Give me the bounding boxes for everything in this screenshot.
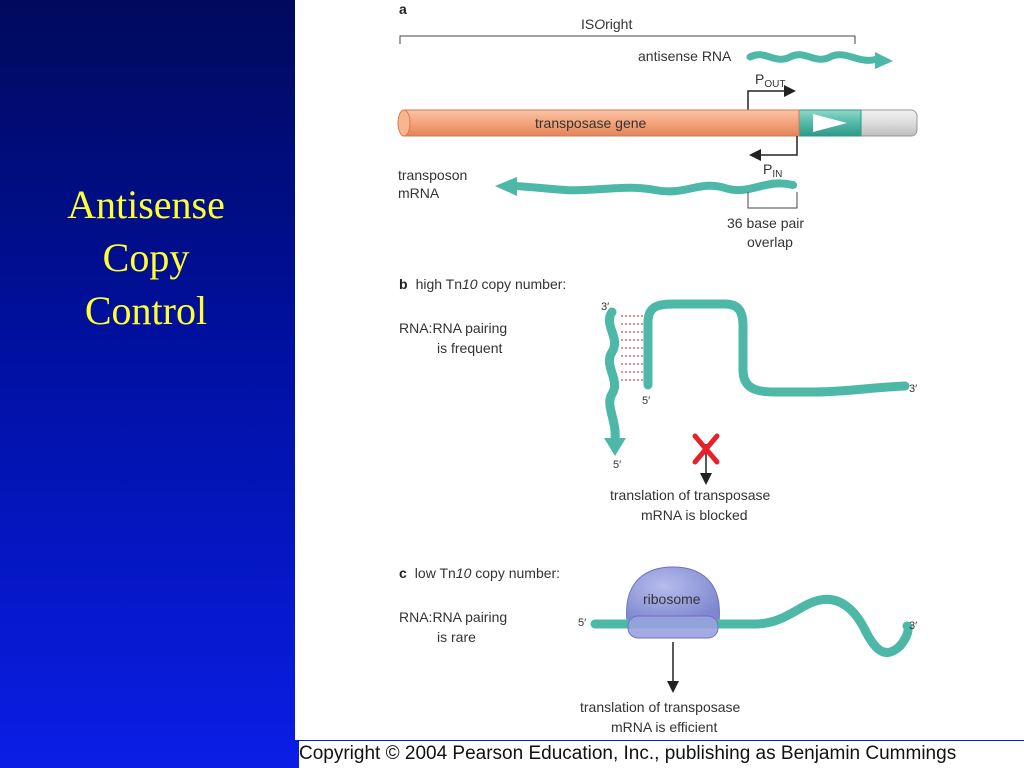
p-out-label: POUT [755, 71, 785, 90]
antisense-strand-b-arrowhead [604, 438, 626, 456]
panel-c-result-2: mRNA is efficient [611, 719, 717, 735]
panel-c-5prime: 5′ [578, 617, 586, 629]
panel-b-5prime-top: 5′ [642, 395, 650, 407]
panel-b-pairing-1: RNA:RNA pairing [399, 320, 507, 336]
panel-c-pairing-2: is rare [437, 629, 476, 645]
base-pairing-dashes [621, 315, 643, 381]
antisense-rna-strand [746, 51, 881, 64]
transposase-mrna-b [643, 299, 910, 397]
overlap-label-2: overlap [747, 234, 793, 250]
transposon-mrna-label-1: transposon [398, 167, 467, 183]
p-in-label: PIN [763, 161, 782, 180]
title-line-3: Control [84, 288, 208, 333]
panel-b-5prime-bottom: 5′ [613, 459, 621, 471]
antisense-strand-b [604, 307, 620, 445]
ribosome-large-subunit [626, 566, 720, 623]
panel-b-3prime-left: 3′ [601, 301, 609, 313]
gene-cylinder-cap [397, 109, 411, 137]
panel-b-result-2: mRNA is blocked [641, 507, 748, 523]
blocked-x-icon [692, 433, 720, 465]
title-line-1: Antisense [67, 182, 225, 227]
flanking-region [854, 109, 918, 137]
panel-c-3prime: 3′ [909, 620, 917, 632]
figure-panel: a ISOright antisense RNA POUT transposas… [295, 0, 1024, 740]
transposase-mrna-c [590, 594, 913, 657]
transposase-gene [402, 109, 800, 137]
promoter-triangle [813, 114, 847, 132]
antisense-diagram: a ISOright antisense RNA POUT transposas… [397, 1, 918, 735]
p-out-arrow [747, 85, 796, 110]
p-in-arrow [749, 136, 798, 161]
transposon-mrna-arrowhead [495, 177, 517, 196]
ribosome-small-subunit [627, 615, 719, 639]
slide-title: Antisense Copy Control [30, 178, 262, 337]
overlap-label-1: 36 base pair [727, 215, 804, 231]
transposon-mrna-label-2: mRNA [398, 185, 440, 201]
panel-c-pairing-1: RNA:RNA pairing [399, 609, 507, 625]
copyright-notice: Copyright © 2004 Pearson Education, Inc.… [299, 741, 1024, 768]
ribosome-label: ribosome [643, 591, 701, 607]
transposase-gene-label: transposase gene [535, 115, 647, 131]
is-region-bracket [399, 35, 856, 44]
panel-c-result-1: translation of transposase [580, 699, 741, 715]
title-line-2: Copy [102, 235, 190, 280]
is-region-label: ISOright [581, 16, 632, 32]
antisense-rna-arrowhead [875, 52, 893, 69]
panel-b-3prime-right: 3′ [909, 383, 917, 395]
overlap-bracket [747, 192, 798, 209]
transposon-mrna-strand [509, 179, 797, 196]
panel-a-letter: a [399, 1, 407, 17]
panel-b-result-1: translation of transposase [610, 487, 771, 503]
panel-b-pairing-2: is frequent [437, 340, 502, 356]
antisense-rna-label: antisense RNA [638, 48, 732, 64]
